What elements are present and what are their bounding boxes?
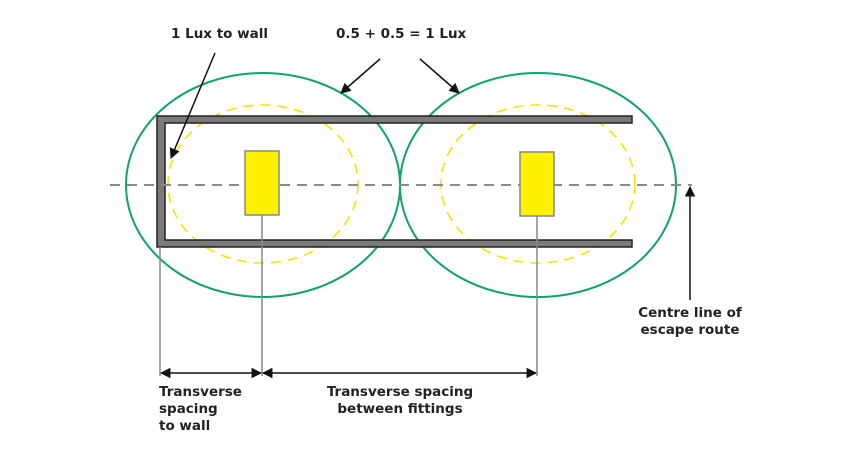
centre-line-label-line1: Centre line of bbox=[638, 305, 742, 321]
centre-line-label-line2: escape route bbox=[640, 322, 740, 338]
spacing-to-wall-line2: spacing bbox=[159, 401, 218, 417]
spacing-to-wall-label: Transverse spacing to wall bbox=[159, 384, 242, 435]
spacing-between-label: Transverse spacing between fittings bbox=[315, 384, 485, 418]
light-fitting-right bbox=[519, 151, 555, 217]
overlap-arrow-right bbox=[419, 58, 460, 94]
overlap-arrow-left bbox=[340, 58, 381, 94]
overlap-lux-label: 0.5 + 0.5 = 1 Lux bbox=[336, 26, 467, 42]
wall-lux-label: 1 Lux to wall bbox=[171, 26, 268, 42]
wall-lux-arrow bbox=[169, 52, 216, 159]
spacing-between-line2: between fittings bbox=[337, 401, 463, 417]
spacing-to-wall-line1: Transverse bbox=[159, 384, 242, 400]
spacing-between-line1: Transverse spacing bbox=[326, 384, 474, 400]
light-fitting-left bbox=[244, 150, 280, 216]
centre-line-label: Centre line of escape route bbox=[630, 305, 750, 339]
spacing-to-wall-line3: to wall bbox=[159, 418, 211, 434]
corridor-wall bbox=[156, 115, 633, 248]
